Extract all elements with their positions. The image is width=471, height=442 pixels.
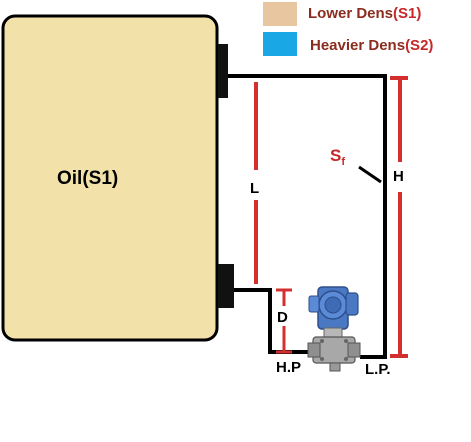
legend-swatch-lower-dens bbox=[263, 2, 297, 26]
tank bbox=[1, 14, 219, 342]
lower-nozzle bbox=[218, 264, 234, 308]
legend-swatch-heavier-dens bbox=[263, 32, 297, 56]
label-Sf: Sf bbox=[330, 146, 345, 168]
label-L: L bbox=[250, 180, 259, 197]
Sf-pointer-line bbox=[358, 165, 382, 184]
upper-impulse-line bbox=[228, 74, 387, 359]
label-Sf-main: S bbox=[330, 146, 341, 165]
pressure-transmitter-icon bbox=[307, 286, 361, 372]
legend-label-heavier-dens: Heavier Dens(S2) bbox=[310, 37, 433, 54]
legend-lower-suffix: (S1) bbox=[393, 5, 421, 22]
legend-lower-prefix: Lower Dens bbox=[308, 5, 393, 22]
legend-heavier-suffix: (S2) bbox=[405, 37, 433, 54]
label-H: H bbox=[393, 168, 404, 185]
upper-nozzle bbox=[218, 44, 228, 98]
label-Sf-sub: f bbox=[341, 156, 345, 168]
lower-impulse-line bbox=[234, 288, 314, 354]
legend-heavier-prefix: Heavier Dens bbox=[310, 37, 405, 54]
label-LP: L.P. bbox=[365, 361, 391, 378]
label-HP: H.P bbox=[276, 359, 301, 376]
legend: Lower Dens(S1) Heavier Dens(S2) bbox=[263, 2, 433, 56]
label-D: D bbox=[277, 309, 288, 326]
tank-label: Oil(S1) bbox=[57, 168, 118, 189]
legend-label-lower-dens: Lower Dens(S1) bbox=[308, 5, 421, 22]
